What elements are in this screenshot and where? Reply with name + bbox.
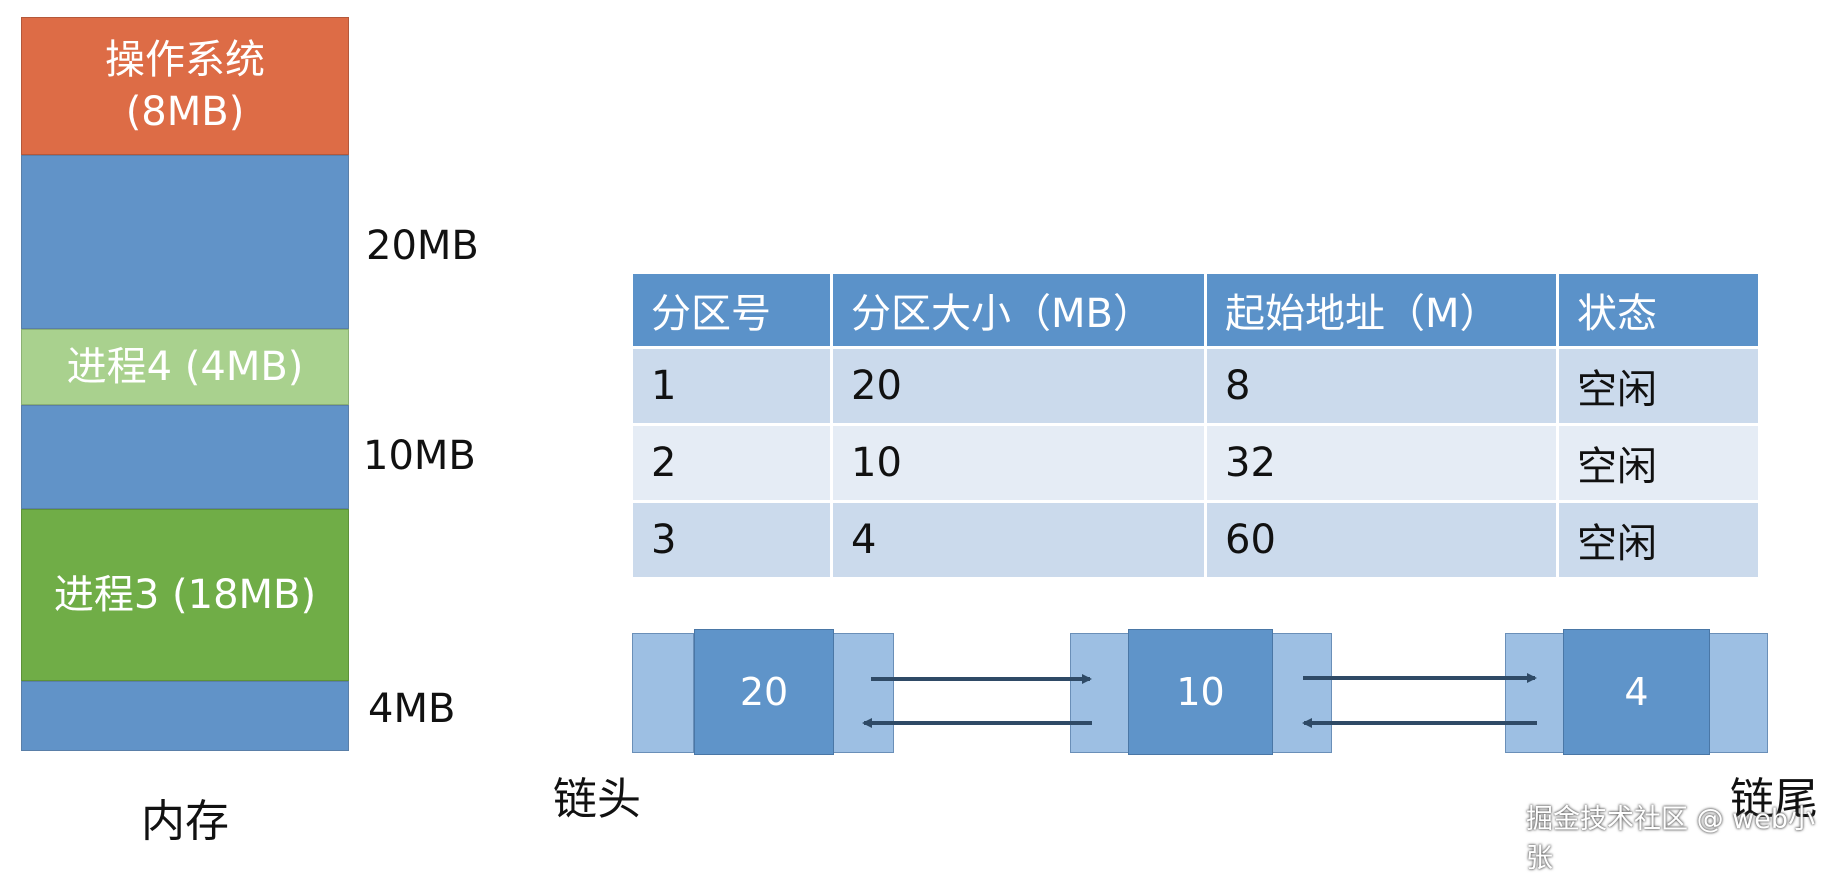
list-node-1: 20 — [632, 629, 894, 755]
table-header-row: 分区号 分区大小（MB） 起始地址（M） 状态 — [630, 271, 1761, 349]
table-cell: 2 — [630, 423, 833, 503]
table-cell: 空闲 — [1556, 500, 1761, 580]
header-start-address: 起始地址（M） — [1204, 271, 1559, 349]
header-status: 状态 — [1556, 271, 1761, 349]
table-cell: 4 — [830, 500, 1207, 580]
node-value: 10 — [1128, 629, 1273, 755]
node-value: 4 — [1563, 629, 1710, 755]
table-cell: 20 — [830, 346, 1207, 426]
segment-process-3-label: 进程3 (18MB) — [53, 572, 317, 618]
node-prev-pointer — [1505, 633, 1565, 753]
table-cell: 32 — [1204, 423, 1559, 503]
table-cell: 8 — [1204, 346, 1559, 426]
table-cell: 1 — [630, 346, 833, 426]
segment-os-name: 操作系统 — [105, 37, 265, 83]
segment-free-1 — [21, 155, 349, 329]
free-size-label: 4MB — [368, 686, 456, 732]
segment-operating-system: 操作系统 (8MB) — [21, 17, 349, 155]
node-value: 20 — [694, 629, 834, 755]
segment-process-4: 进程4 (4MB) — [21, 329, 349, 405]
table-row: 2 10 32 空闲 — [630, 423, 1761, 503]
list-head-label: 链头 — [553, 774, 641, 825]
segment-process-4-label: 进程4 (4MB) — [66, 344, 304, 390]
table-cell: 60 — [1204, 500, 1559, 580]
table-cell: 3 — [630, 500, 833, 580]
watermark: 掘金技术社区 @ web小张 — [1526, 804, 1815, 874]
node-next-pointer — [832, 633, 894, 753]
header-partition-number: 分区号 — [630, 271, 833, 349]
node-prev-pointer — [1070, 633, 1130, 753]
table-cell: 空闲 — [1556, 346, 1761, 426]
memory-caption: 内存 — [141, 796, 229, 847]
node-next-pointer — [1271, 633, 1332, 753]
table-cell: 空闲 — [1556, 423, 1761, 503]
list-tail-label: 链尾 — [1730, 774, 1818, 825]
table-row: 3 4 60 空闲 — [630, 500, 1761, 580]
node-prev-pointer — [632, 633, 694, 753]
free-size-label: 10MB — [363, 433, 476, 479]
segment-free-2 — [21, 405, 349, 509]
header-partition-size: 分区大小（MB） — [830, 271, 1207, 349]
table-cell: 10 — [830, 423, 1207, 503]
free-size-label: 20MB — [366, 223, 479, 269]
segment-os-size: (8MB) — [125, 89, 245, 135]
segment-free-3 — [21, 681, 349, 751]
table-row: 1 20 8 空闲 — [630, 346, 1761, 426]
list-node-3: 4 — [1505, 629, 1768, 755]
free-partition-table: 分区号 分区大小（MB） 起始地址（M） 状态 1 20 8 空闲 2 10 3… — [630, 271, 1761, 580]
segment-process-3: 进程3 (18MB) — [21, 509, 349, 681]
link-arrows — [862, 673, 1537, 728]
list-node-2: 10 — [1070, 629, 1332, 755]
